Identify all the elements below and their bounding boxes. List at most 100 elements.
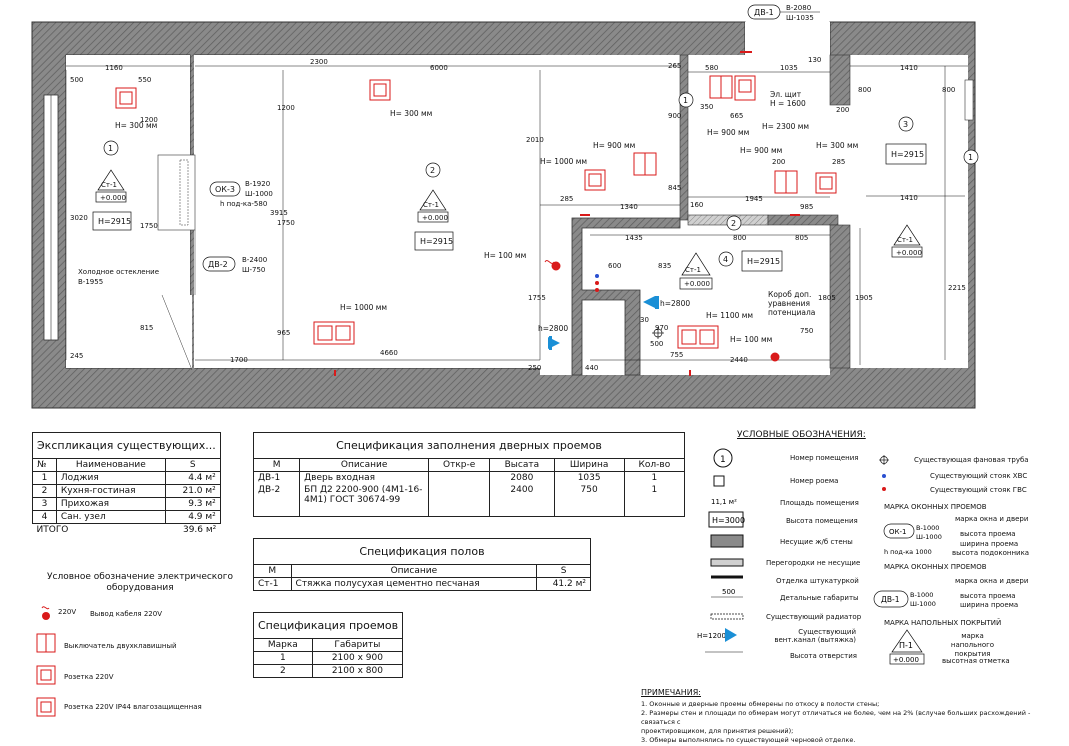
legend-item: высота проема xyxy=(960,592,1016,600)
dim: 245 xyxy=(70,352,83,360)
height-label: H= 900 мм xyxy=(707,128,749,137)
dim: 160 xyxy=(690,201,703,209)
door-callout-w: Ш-1035 xyxy=(786,14,814,22)
legend-item: Розетка 220V IP44 влагозащищенная xyxy=(64,703,202,711)
legend-item: Существующий радиатор xyxy=(766,613,862,621)
height-label: H= 300 мм xyxy=(816,141,858,150)
door-mark-symbol: ДВ-1 В-1000 Ш-1000 xyxy=(873,590,936,608)
shield-label: Эл. щит xyxy=(770,90,802,99)
svg-text:Ш-1000: Ш-1000 xyxy=(916,533,942,541)
floor-spec-table: Спецификация полов М Описание S Ст-1 Стя… xyxy=(253,538,591,591)
legend-item: Высота отверстия xyxy=(790,652,857,660)
electrical-legend-title: Условное обозначение электрического обор… xyxy=(47,572,233,593)
dim: 350 xyxy=(700,103,713,111)
legend-item: высотная отметка xyxy=(942,657,1010,665)
legend-item: Номер помещения xyxy=(790,454,859,462)
col-header: Наименование xyxy=(55,458,166,472)
dim: 755 xyxy=(670,351,683,359)
axis-marker: 2 xyxy=(731,219,736,228)
svg-text:1: 1 xyxy=(720,455,726,465)
legend-symbols: 1 11,1 м² H=3000 500 H=1200 xyxy=(697,448,745,653)
col-header: S xyxy=(164,458,221,472)
dim: 285 xyxy=(832,158,845,166)
dim: 250 xyxy=(528,364,541,372)
dim: 835 xyxy=(658,262,671,270)
dim: 970 xyxy=(655,324,668,332)
height-label: H= 1000 мм xyxy=(540,157,587,166)
electrical-legend-symbols xyxy=(36,606,56,717)
room-number: 3 xyxy=(903,120,908,129)
door-mark-title: МАРКА ОКОННЫХ ПРОЕМОВ xyxy=(884,563,987,571)
dim: 2440 xyxy=(730,356,748,364)
floor-level: +0.000 xyxy=(896,249,922,257)
room-number: 2 xyxy=(430,166,435,175)
cable-tag: 220V xyxy=(58,608,77,616)
dim: 845 xyxy=(668,184,681,192)
dim: 1340 xyxy=(620,203,638,211)
dim: 1160 xyxy=(105,64,123,72)
dim: 900 xyxy=(668,112,681,120)
height-label: h=2800 xyxy=(660,299,690,308)
svg-text:h под-ка 1000: h под-ка 1000 xyxy=(884,548,932,556)
dim: 1700 xyxy=(230,356,248,364)
door-spec-table: Спецификация заполнения дверных проемов … xyxy=(252,432,686,517)
opening-spec-title: Спецификация проемов xyxy=(252,612,404,639)
dim: 1410 xyxy=(900,64,918,72)
notes-title: ПРИМЕЧАНИЯ: xyxy=(641,688,701,697)
legend-item: ширина проема xyxy=(960,540,1019,548)
legend-item: марка окна и двери xyxy=(955,577,1029,585)
legend-item: высота проема xyxy=(960,530,1016,538)
door2-callout-h: В-2400 xyxy=(242,256,267,264)
floor-mark-symbol: П-1 +0.000 xyxy=(889,629,925,665)
dim: 30 xyxy=(640,316,649,324)
partition-wall xyxy=(679,54,689,221)
legend-item: Существующий стояк ГВС xyxy=(930,486,1027,494)
legend-item: Существующий вент.канал (вытяжка) xyxy=(774,628,856,644)
dim: 200 xyxy=(836,106,849,114)
dim: 1200 xyxy=(140,116,158,124)
dim: 4660 xyxy=(380,349,398,357)
window-ok3 xyxy=(157,154,196,231)
room-number: 1 xyxy=(108,144,113,153)
svg-text:11,1 м²: 11,1 м² xyxy=(711,498,737,506)
dim: 500 xyxy=(70,76,83,84)
dim: 1755 xyxy=(528,294,546,302)
window-mark-symbol: ОК-1 В-1000 Ш-1000 h под-ка 1000 xyxy=(883,523,942,556)
dim: 265 xyxy=(668,62,681,70)
dim: 1905 xyxy=(855,294,873,302)
box-note: Короб доп. xyxy=(768,290,811,299)
dim: 500 xyxy=(650,340,663,348)
dim: 2215 xyxy=(948,284,966,292)
svg-text:ДВ-1: ДВ-1 xyxy=(881,595,900,604)
legend-item: марка окна и двери xyxy=(955,515,1029,523)
door-spec-title: Спецификация заполнения дверных проемов xyxy=(253,432,685,459)
dim: 1805 xyxy=(818,294,836,302)
partition-wall xyxy=(829,224,851,369)
partition-wall xyxy=(767,214,839,226)
axis-marker: 1 xyxy=(683,96,688,105)
dim: 1945 xyxy=(745,195,763,203)
dim: 1750 xyxy=(277,219,295,227)
dim: 2300 xyxy=(310,58,328,66)
dim: 6000 xyxy=(430,64,448,72)
svg-text:500: 500 xyxy=(722,588,735,596)
window-mark-title: МАРКА ОКОННЫХ ПРОЕМОВ xyxy=(884,503,987,511)
svg-text:H=1200: H=1200 xyxy=(697,632,726,640)
dim: 800 xyxy=(942,86,955,94)
window-right xyxy=(964,79,974,121)
door2-callout-w: Ш-750 xyxy=(242,266,265,274)
partition-wall xyxy=(571,217,681,376)
dim: 1750 xyxy=(140,222,158,230)
legend-item: Существующая фановая труба xyxy=(914,456,1029,464)
note-item: проектировщиком, для принятия решений); xyxy=(641,727,794,735)
dim: 285 xyxy=(560,195,573,203)
dim: 550 xyxy=(138,76,151,84)
dim: 1410 xyxy=(900,194,918,202)
dim: 1435 xyxy=(625,234,643,242)
dim: 1200 xyxy=(277,104,295,112)
height-label: H= 1000 мм xyxy=(340,303,387,312)
dim: 200 xyxy=(772,158,785,166)
table-row: ДВ-2 БП Д2 2200-900 (4М1-16-4М1) ГОСТ 30… xyxy=(252,484,686,517)
